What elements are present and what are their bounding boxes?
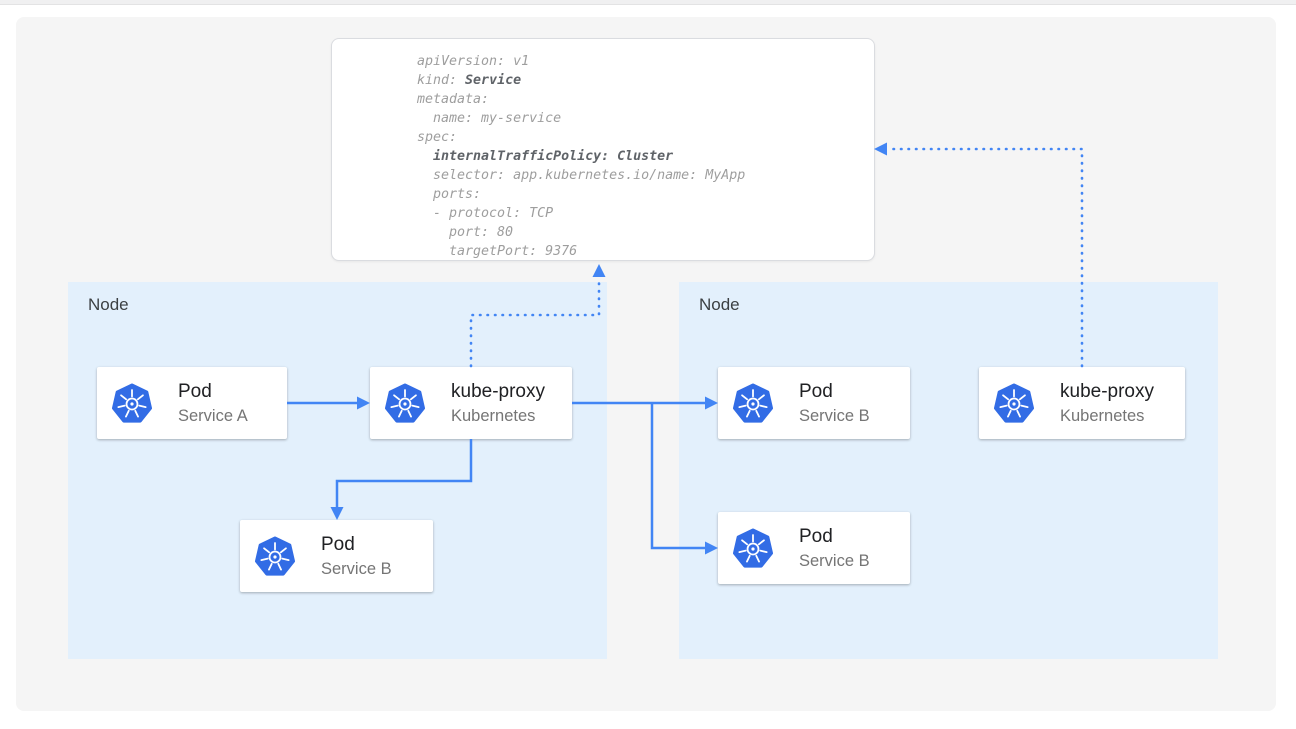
node-label: Node [699,295,740,314]
kubernetes-icon [255,536,295,576]
card-subtitle: Kubernetes [451,406,536,425]
code-line: apiVersion: v1 [417,54,530,69]
code-line: selector: app.kubernetes.io/name: MyApp [417,168,746,183]
kubernetes-icon [385,383,425,423]
card-subtitle: Service B [799,406,870,425]
card-pod-service-a: Pod Service A [97,367,287,439]
code-line: internalTrafficPolicy: Cluster [433,149,674,164]
card-title: kube-proxy [451,380,545,402]
yaml-config-panel: apiVersion: v1 kind: Service metadata: nam… [331,38,875,261]
card-kube-proxy-left: kube-proxy Kubernetes [370,367,572,439]
card-subtitle: Service B [321,559,392,578]
yaml-code: apiVersion: v1 kind: Service metadata: nam… [417,52,864,261]
kubernetes-icon [994,383,1034,423]
code-line: ports: [417,187,482,202]
card-title: kube-proxy [1060,380,1154,402]
code-line: name: my-service [417,111,562,126]
card-pod-service-b-right-bottom: Pod Service B [718,512,910,584]
top-window-edge [0,0,1296,5]
code-line: spec: [417,130,458,145]
card-subtitle: Service A [178,406,248,425]
kubernetes-icon [733,528,773,568]
code-line: targetPort: 9376 [417,244,578,259]
card-title: Pod [321,533,355,555]
card-title: Pod [799,525,833,547]
kubernetes-icon [733,383,773,423]
card-title: Pod [178,380,212,402]
code-line: metadata: [417,92,490,107]
card-pod-service-b-right-top: Pod Service B [718,367,910,439]
card-subtitle: Kubernetes [1060,406,1145,425]
card-pod-service-b-left: Pod Service B [240,520,433,592]
card-title: Pod [799,380,833,402]
card-kube-proxy-right: kube-proxy Kubernetes [979,367,1185,439]
code-line: - protocol: TCP [417,206,554,221]
code-line: kind: Service [417,73,522,88]
node-left: Node [68,282,607,659]
node-right: Node [679,282,1218,659]
card-subtitle: Service B [799,551,870,570]
kubernetes-icon [112,383,152,423]
code-line: port: 80 [417,225,514,240]
node-label: Node [88,295,129,314]
